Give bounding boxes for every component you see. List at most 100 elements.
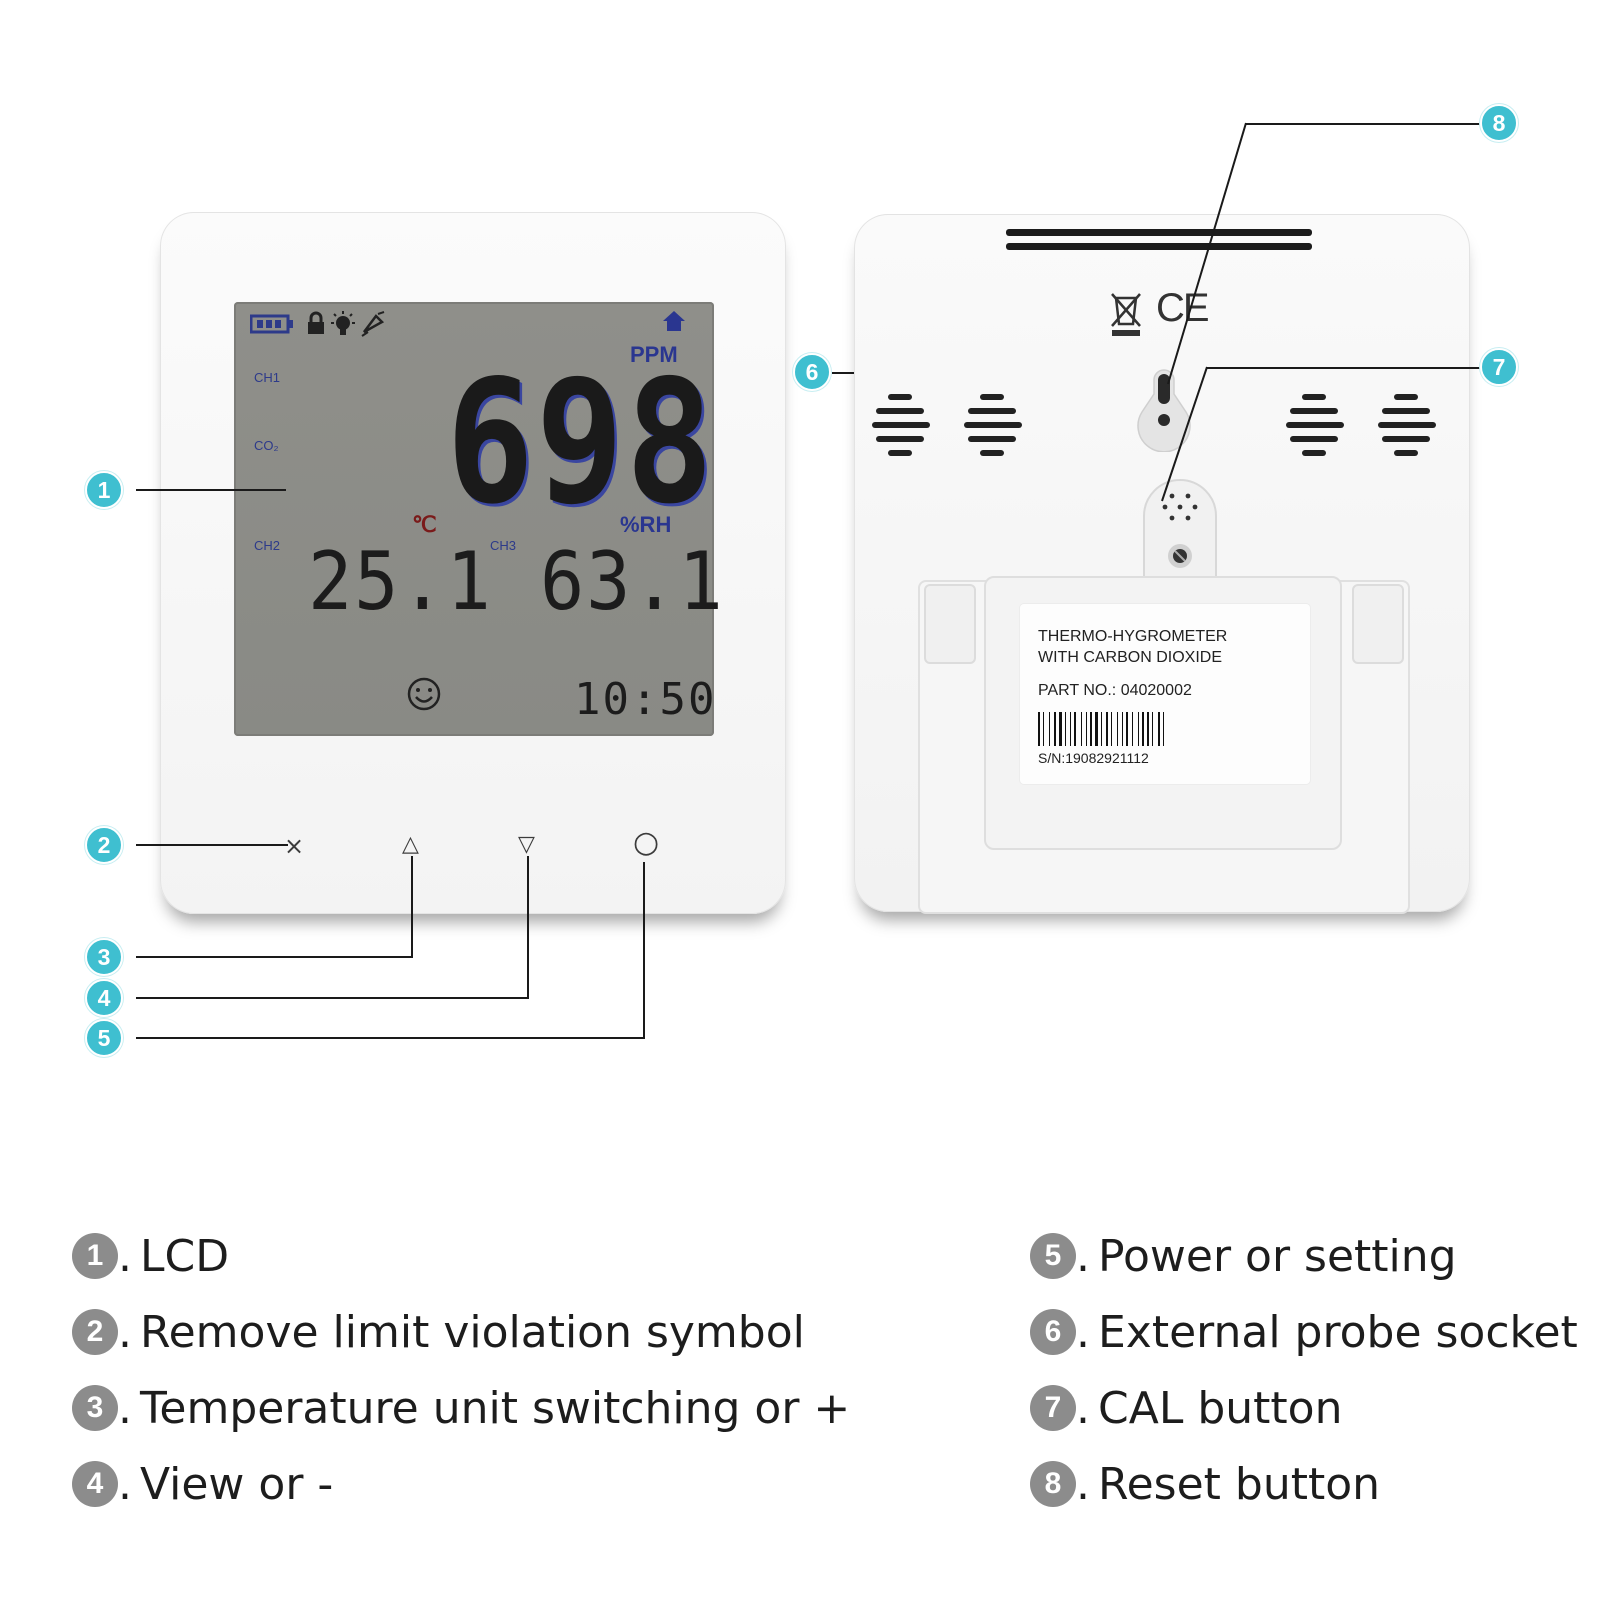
ce-mark: CE <box>1156 286 1210 330</box>
left-grille <box>872 394 1032 464</box>
leader-line-2 <box>136 844 288 846</box>
circle-power-icon[interactable]: ○ <box>633 825 660 860</box>
barcode-bar <box>1101 712 1102 746</box>
barcode-bar <box>1126 712 1128 746</box>
legend-item-1: 1 . LCD <box>72 1226 229 1286</box>
barcode-bar <box>1152 712 1153 746</box>
top-vent-slot <box>1006 243 1312 250</box>
leader-line-7-diagonal <box>1161 366 1208 502</box>
stand-hinge-left <box>924 584 976 664</box>
barcode-bar <box>1106 712 1108 746</box>
leader-line-4 <box>527 856 529 999</box>
legend-badge: 2 <box>72 1309 118 1355</box>
ch3-label: CH3 <box>490 538 517 553</box>
legend-item-3: 3 . Temperature unit switching or + <box>72 1378 850 1438</box>
top-vent-slot <box>1006 229 1312 236</box>
legend-item-4: 4 . View or - <box>72 1454 333 1514</box>
barcode-bar <box>1074 712 1076 746</box>
barcode-bar <box>1138 712 1139 746</box>
legend-badge: 3 <box>72 1385 118 1431</box>
part-number: PART NO.: 04020002 <box>1038 682 1192 699</box>
home-icon <box>662 310 686 336</box>
leader-line-8-diagonal <box>1167 122 1247 385</box>
legend-separator: . <box>118 1458 132 1510</box>
barcode-bar <box>1038 712 1040 746</box>
legend-separator: . <box>1076 1382 1090 1434</box>
barcode-bar <box>1142 712 1144 746</box>
legend-separator: . <box>1076 1458 1090 1510</box>
barcode-bar <box>1132 712 1133 746</box>
legend-item-2: 2 . Remove limit violation symbol <box>72 1302 805 1362</box>
legend-item-5: 5 . Power or setting <box>1030 1226 1457 1286</box>
ch1-label: CH1 <box>254 370 281 385</box>
legend-badge: 6 <box>1030 1309 1076 1355</box>
leader-line-7 <box>1206 367 1480 369</box>
close-x-icon[interactable]: × <box>284 832 305 860</box>
alarm-bell-icon <box>358 310 386 342</box>
barcode-bar <box>1054 712 1056 746</box>
callout-4: 4 <box>85 979 123 1017</box>
leader-line-5 <box>136 1037 645 1039</box>
barcode-bar <box>1095 712 1098 746</box>
leader-line-1 <box>136 489 286 491</box>
callout-6: 6 <box>793 353 831 391</box>
ppm-unit: PPM <box>630 342 678 367</box>
keyhole-reset-icon[interactable] <box>1136 368 1192 456</box>
sticker-line-1: THERMO-HYGROMETER <box>1038 628 1228 645</box>
temp-unit: ℃ <box>412 512 437 537</box>
stand-hinge-right <box>1352 584 1404 664</box>
leader-line-8 <box>1245 123 1481 125</box>
legend-text: View or - <box>140 1458 334 1510</box>
humidity-reading: 63.1 <box>540 535 725 628</box>
right-grille <box>1286 394 1446 464</box>
legend-item-6: 6 . External probe socket <box>1030 1302 1578 1362</box>
legend-text: CAL button <box>1098 1382 1343 1434</box>
barcode-bar <box>1065 712 1066 746</box>
legend-text: Remove limit violation symbol <box>140 1306 805 1358</box>
legend-separator: . <box>1076 1230 1090 1282</box>
sticker-line-2: WITH CARBON DIOXIDE <box>1038 649 1223 666</box>
triangle-down-icon[interactable]: ▽ <box>518 832 535 857</box>
triangle-up-icon[interactable]: △ <box>402 832 419 857</box>
legend-badge: 4 <box>72 1461 118 1507</box>
barcode-bar <box>1158 712 1160 746</box>
barcode-bar <box>1090 712 1092 746</box>
leader-line-6 <box>832 372 854 374</box>
barcode-bar <box>1070 712 1071 746</box>
legend-text: LCD <box>140 1230 230 1282</box>
lcd-screen: PPM CH1 CO₂ 698 ℃ %RH CH2 CH3 25.1 63.1 … <box>234 302 723 736</box>
legend-separator: . <box>118 1306 132 1358</box>
barcode-bar <box>1163 712 1164 746</box>
legend-text: Temperature unit switching or + <box>140 1382 851 1434</box>
lock-icon <box>306 311 326 339</box>
callout-7: 7 <box>1480 348 1518 386</box>
co2-label: CO₂ <box>254 438 279 453</box>
serial-number: S/N:19082921112 <box>1038 750 1149 766</box>
barcode-bar <box>1059 712 1062 746</box>
cal-button-mount[interactable] <box>1134 476 1226 590</box>
barcode-bar <box>1117 712 1118 746</box>
rh-unit: %RH <box>620 512 672 537</box>
barcode-bar <box>1111 712 1112 746</box>
legend-badge: 1 <box>72 1233 118 1279</box>
clock-time: 10:50 <box>574 674 717 725</box>
legend-separator: . <box>1076 1306 1090 1358</box>
legend-badge: 8 <box>1030 1461 1076 1507</box>
callout-3: 3 <box>85 938 123 976</box>
leader-line-4 <box>136 997 529 999</box>
callout-1: 1 <box>85 471 123 509</box>
leader-line-5 <box>643 862 645 1039</box>
legend-text: Power or setting <box>1098 1230 1457 1282</box>
temperature-reading: 25.1 <box>308 535 493 628</box>
legend-item-7: 7 . CAL button <box>1030 1378 1342 1438</box>
legend-text: Reset button <box>1098 1458 1381 1510</box>
barcode-bar <box>1043 712 1044 746</box>
legend-text: External probe socket <box>1098 1306 1578 1358</box>
legend-separator: . <box>118 1382 132 1434</box>
co2-reading: 698 <box>446 344 716 542</box>
ch2-label: CH2 <box>254 538 281 553</box>
callout-8: 8 <box>1480 104 1518 142</box>
barcode-bar <box>1122 712 1123 746</box>
legend-separator: . <box>118 1230 132 1282</box>
leader-line-3 <box>411 856 413 958</box>
